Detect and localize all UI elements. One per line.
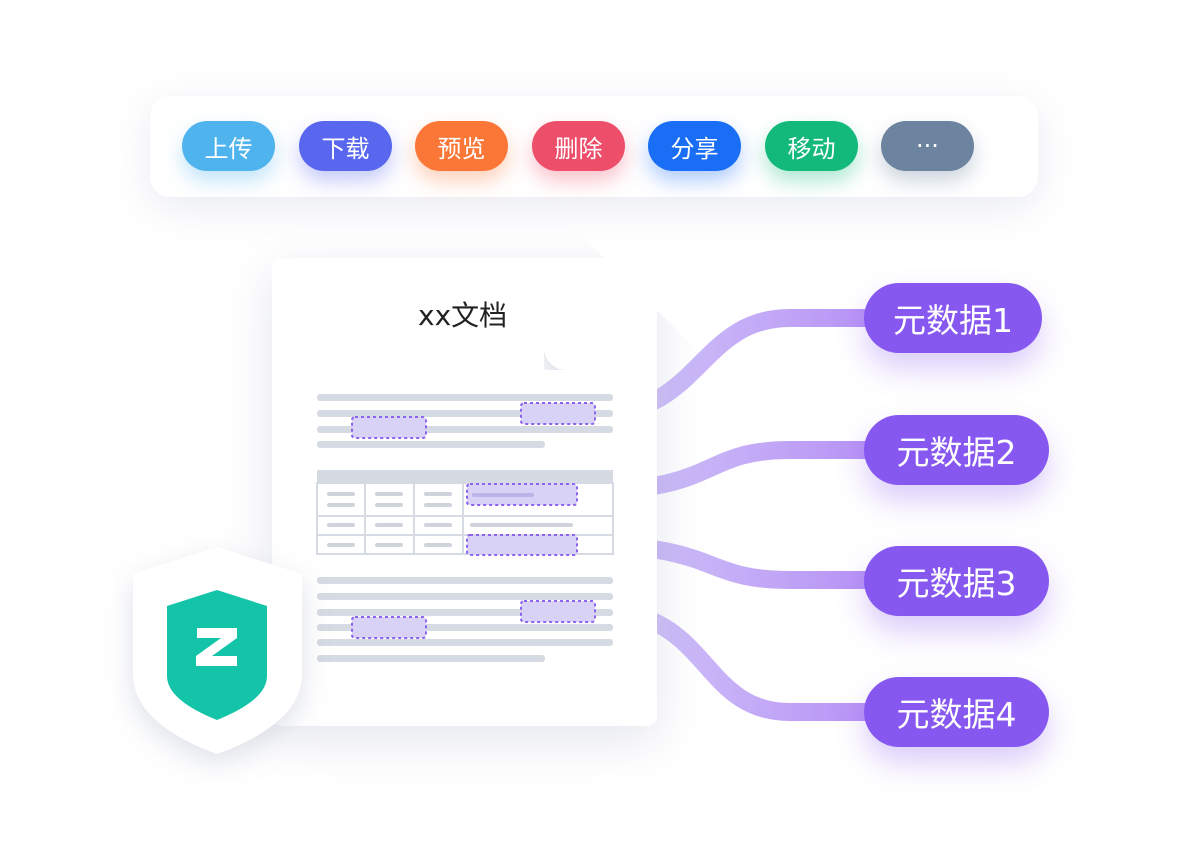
metadata-pill-3[interactable]: 元数据3 <box>864 546 1049 616</box>
metadata-pill-1[interactable]: 元数据1 <box>864 283 1042 353</box>
metadata-pill-4[interactable]: 元数据4 <box>864 677 1049 747</box>
metadata-pill-2[interactable]: 元数据2 <box>864 415 1049 485</box>
